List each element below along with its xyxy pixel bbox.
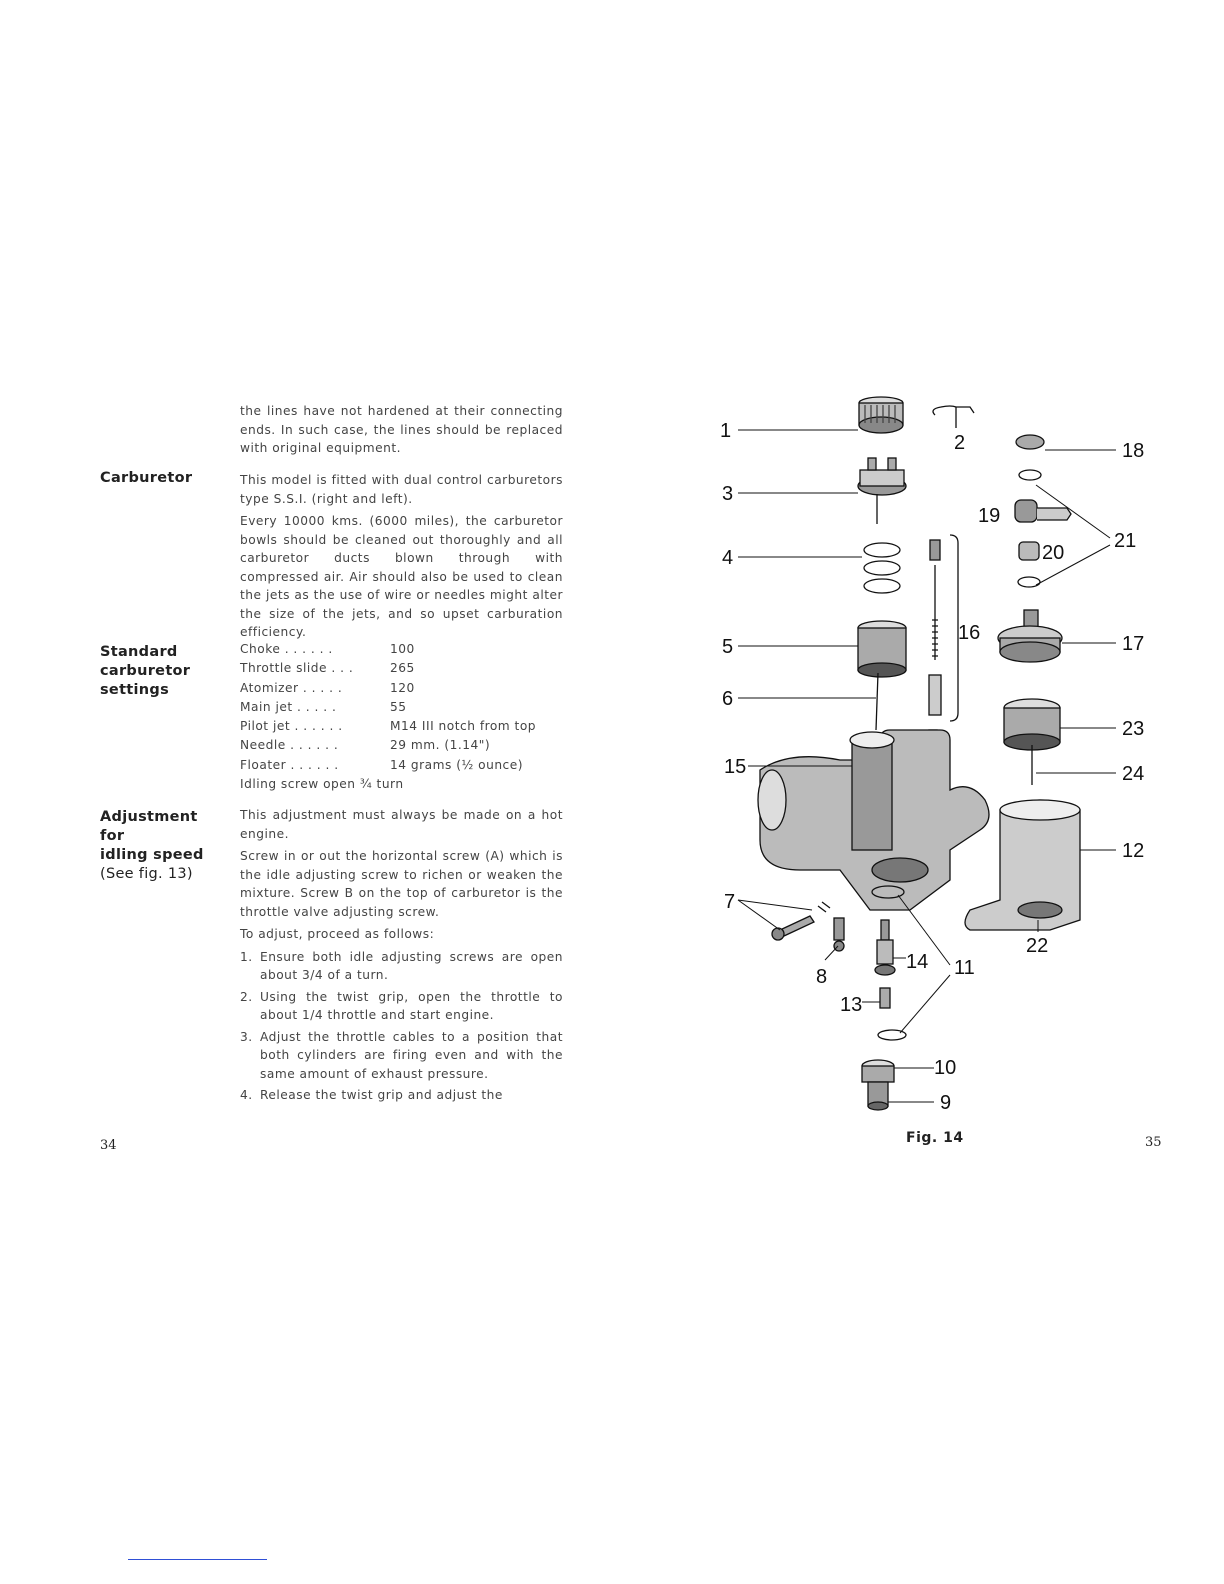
drain-plug-part [861, 1059, 895, 1111]
settings-row: Floater . . . . . .14 grams (½ ounce) [240, 757, 523, 772]
settings-row: Atomizer . . . . .120 [240, 680, 415, 695]
idle-heading: Adjustment for idling speed (See fig. 13… [100, 809, 204, 882]
carburetor-paragraph-1: This model is fitted with dual control c… [240, 473, 563, 506]
part-label: 22 [1026, 935, 1048, 957]
banjo-fitting-parts [1014, 434, 1072, 588]
leader-lines [737, 429, 1116, 1103]
jet-parts [874, 919, 896, 1009]
idle-text: This adjustment must always be made on a… [240, 806, 563, 1108]
settings-heading: Standard carburetor settings [100, 644, 191, 698]
spring-part [863, 542, 901, 594]
part-label: 21 [1114, 530, 1136, 552]
part-label: 7 [724, 891, 735, 913]
link-underline [128, 1559, 267, 1560]
part-label: 4 [722, 547, 733, 569]
part-label: 6 [722, 688, 733, 710]
part-label: 13 [840, 994, 862, 1016]
gasket-part [877, 1029, 907, 1041]
carburetor-text: This model is fitted with dual control c… [240, 471, 563, 646]
bowl-cover-part [997, 609, 1063, 663]
screw-parts [771, 901, 845, 952]
idle-paragraph-1: This adjustment must always be made on a… [240, 808, 563, 841]
part-label: 16 [958, 622, 980, 644]
part-labels: 1 2 3 4 5 6 7 8 9 10 11 12 13 14 15 16 1… [720, 420, 1144, 1114]
page-number-left: 34 [100, 1138, 117, 1153]
part-label: 8 [816, 966, 827, 988]
list-item: 3.Adjust the throttle cables to a positi… [240, 1029, 563, 1081]
part-label: 5 [722, 636, 733, 658]
carburetor-paragraph-2: Every 10000 kms. (6000 miles), the carbu… [240, 514, 563, 639]
part-label: 19 [978, 505, 1000, 527]
idle-paragraph-2: Screw in or out the horizontal screw (A)… [240, 849, 563, 919]
figure-caption: Fig. 14 [906, 1130, 964, 1146]
part-label: 11 [954, 957, 975, 979]
throttle-slide-part [857, 620, 907, 731]
part-label: 10 [934, 1057, 956, 1079]
settings-row: Throttle slide . . .265 [240, 661, 415, 676]
float-part [1003, 698, 1061, 785]
list-item: 1.Ensure both idle adjusting screws are … [240, 949, 563, 983]
needle-assembly-part [928, 534, 959, 745]
part-label: 23 [1122, 718, 1144, 740]
settings-row: Choke . . . . . .100 [240, 642, 415, 656]
part-label: 20 [1042, 542, 1064, 564]
settings-row: Needle . . . . . .29 mm. (1.14") [240, 738, 491, 753]
settings-row: Main jet . . . . .55 [240, 699, 407, 714]
part-label: 2 [954, 432, 965, 454]
cap-part [858, 396, 904, 434]
idle-paragraph-3: To adjust, proceed as follows: [240, 927, 435, 941]
part-label: 18 [1122, 440, 1144, 462]
idle-steps: 1.Ensure both idle adjusting screws are … [240, 948, 563, 1105]
settings-row: Pilot jet . . . . . .M14 III notch from … [240, 719, 537, 734]
gasket-part [871, 885, 905, 899]
part-label: 9 [940, 1092, 951, 1114]
part-label: 1 [720, 420, 731, 442]
part-label: 12 [1122, 840, 1144, 862]
carburetor-body-part [757, 729, 990, 911]
idle-heading-note: (See fig. 13) [100, 866, 193, 882]
list-item: 4.Release the twist grip and adjust the [240, 1088, 503, 1102]
part-label: 24 [1122, 763, 1144, 785]
carburetor-heading: Carburetor [100, 470, 193, 486]
part-label: 3 [722, 483, 733, 505]
top-cover-part [857, 457, 907, 524]
part-label: 14 [906, 951, 928, 973]
part-label: 15 [724, 756, 746, 778]
part-label: 17 [1122, 633, 1144, 655]
intro-continuation: the lines have not hardened at their con… [240, 404, 563, 455]
idle-screw-line: Idling screw open ¾ turn [240, 777, 404, 792]
page-number-right: 35 [1145, 1135, 1162, 1150]
float-bowl-part [964, 799, 1081, 931]
list-item: 2.Using the twist grip, open the throttl… [240, 989, 563, 1023]
carburetor-exploded-diagram: 1 2 3 4 5 6 7 8 9 10 11 12 13 14 15 16 1… [720, 396, 1144, 1114]
settings-table: Choke . . . . . .100 Throttle slide . . … [240, 640, 565, 794]
